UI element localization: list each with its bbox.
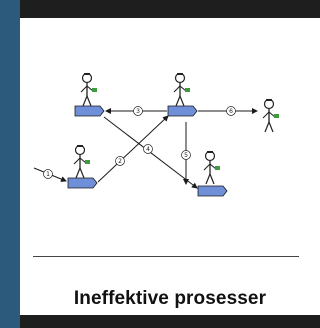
svg-text:3: 3	[136, 108, 140, 115]
step-marker-5: 5	[181, 150, 191, 160]
svg-text:4: 4	[146, 146, 150, 153]
step-marker-6: 6	[226, 106, 236, 116]
slide-card	[20, 18, 320, 315]
worker-top-left	[80, 72, 98, 107]
slide-caption: Ineffektive prosesser	[73, 288, 267, 309]
svg-text:6: 6	[229, 108, 233, 115]
arrow-2	[97, 115, 169, 183]
process-diagram: 1 2 3 4 5 6	[33, 72, 280, 197]
svg-text:1: 1	[46, 171, 50, 178]
accent-bar	[0, 0, 20, 328]
svg-text:2: 2	[118, 158, 122, 165]
worker-top-center	[173, 72, 191, 107]
desk-bottom-left	[67, 177, 98, 189]
desk-bottom-right	[197, 185, 228, 197]
step-marker-3: 3	[133, 106, 143, 116]
worker-bottom-right	[203, 150, 221, 185]
divider-line	[33, 256, 299, 257]
step-marker-2: 2	[115, 156, 125, 166]
step-marker-1: 1	[43, 169, 53, 179]
desk-top-center	[167, 105, 198, 117]
step-marker-4: 4	[143, 144, 153, 154]
worker-bottom-left	[73, 144, 91, 179]
worker-final	[262, 98, 280, 133]
svg-text:5: 5	[184, 152, 188, 159]
desk-top-left	[74, 105, 105, 117]
